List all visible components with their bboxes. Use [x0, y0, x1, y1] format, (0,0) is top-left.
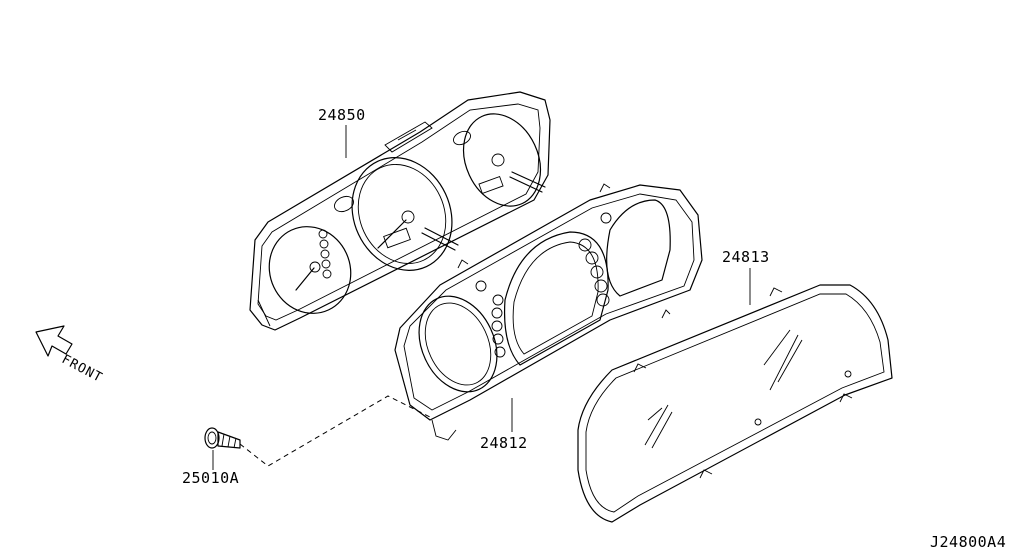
gauge-cluster-drawing [249, 91, 551, 331]
part-number-24850: 24850 [318, 106, 366, 124]
part-number-25010A: 25010A [182, 469, 240, 487]
screw-drawing [204, 427, 241, 449]
part-number-24813: 24813 [722, 248, 770, 266]
meter-glass-drawing [577, 284, 893, 523]
meter-housing-drawing [394, 183, 703, 441]
part-number-24812: 24812 [480, 434, 528, 452]
diagram-code: J24800A4 [930, 533, 1007, 551]
front-arrow-icon [35, 325, 73, 357]
assembly-dash-line [239, 395, 433, 467]
